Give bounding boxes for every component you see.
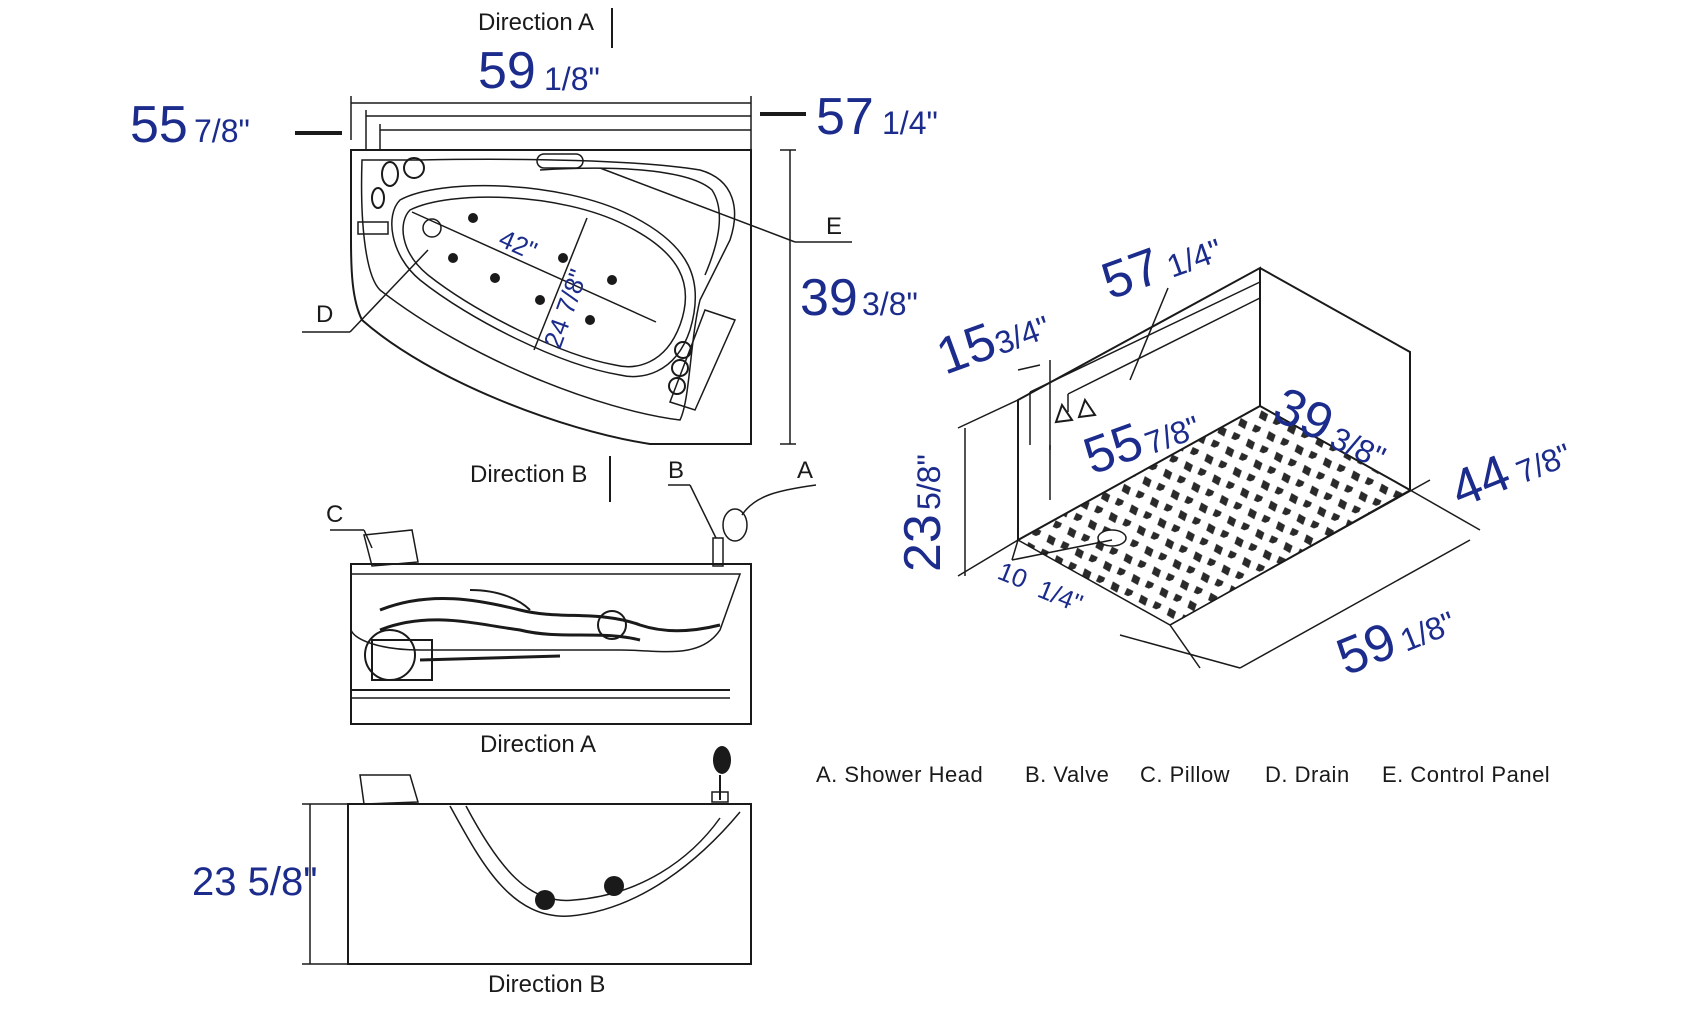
- legend-item-shower-head: A. Shower Head: [816, 762, 983, 787]
- direction-a-side-title: Direction A: [480, 731, 596, 758]
- basin-width-label: 24 7/8": [537, 265, 593, 352]
- isometric-view: 57 1/4" 15 3/4" 55 7/8" 39 3/8" 44 7/8" …: [894, 232, 1576, 687]
- side-view-a: C B A Direction A: [326, 457, 817, 758]
- legend: A. Shower Head B. Valve C. Pillow D. Dra…: [816, 762, 1550, 787]
- iso-59-frac: 1/8": [1395, 604, 1460, 658]
- iso-59-whole: 59: [1329, 612, 1404, 687]
- iso-57-whole: 57: [1094, 237, 1168, 311]
- iso-23-frac: 5/8": [911, 454, 947, 510]
- iso-10-frac: 1/4": [1034, 574, 1087, 619]
- iso-15-frac: 3/4": [990, 309, 1055, 362]
- top-left-frac: 7/8": [194, 113, 250, 149]
- legend-item-valve: B. Valve: [1025, 762, 1109, 787]
- iso-44-whole: 44: [1443, 444, 1518, 519]
- top-width-frac: 1/8": [544, 61, 600, 97]
- callout-c: C: [326, 501, 343, 528]
- direction-b-top-label: Direction B: [470, 461, 587, 488]
- callout-a: A: [797, 457, 813, 484]
- basin-length-label: 42": [495, 223, 542, 266]
- callout-d: D: [316, 301, 333, 328]
- top-right-frac: 1/4": [882, 105, 938, 141]
- iso-44-frac: 7/8": [1511, 436, 1576, 490]
- top-right-whole: 57: [816, 88, 874, 146]
- top-left-whole: 55: [130, 96, 188, 154]
- legend-item-pillow: C. Pillow: [1140, 762, 1230, 787]
- legend-item-drain: D. Drain: [1265, 762, 1350, 787]
- side-view-b: 23 5/8" Direction B: [192, 746, 752, 998]
- top-view: Direction A 59 1/8" 55 7/8" 57 1/4": [130, 8, 938, 502]
- callout-b: B: [668, 457, 684, 484]
- iso-10-whole: 10: [994, 556, 1032, 595]
- top-depth-whole: 39: [800, 269, 858, 327]
- direction-a-top-label: Direction A: [478, 9, 594, 36]
- iso-57-frac: 1/4": [1162, 232, 1227, 285]
- iso-23-whole: 23: [894, 514, 952, 572]
- callout-e: E: [826, 213, 842, 240]
- side-height-label: 23 5/8": [192, 860, 317, 904]
- top-depth-frac: 3/8": [862, 286, 918, 322]
- direction-b-side-title: Direction B: [488, 971, 605, 998]
- legend-item-control-panel: E. Control Panel: [1382, 762, 1550, 787]
- iso-15-whole: 15: [929, 312, 1003, 386]
- top-width-whole: 59: [478, 42, 536, 100]
